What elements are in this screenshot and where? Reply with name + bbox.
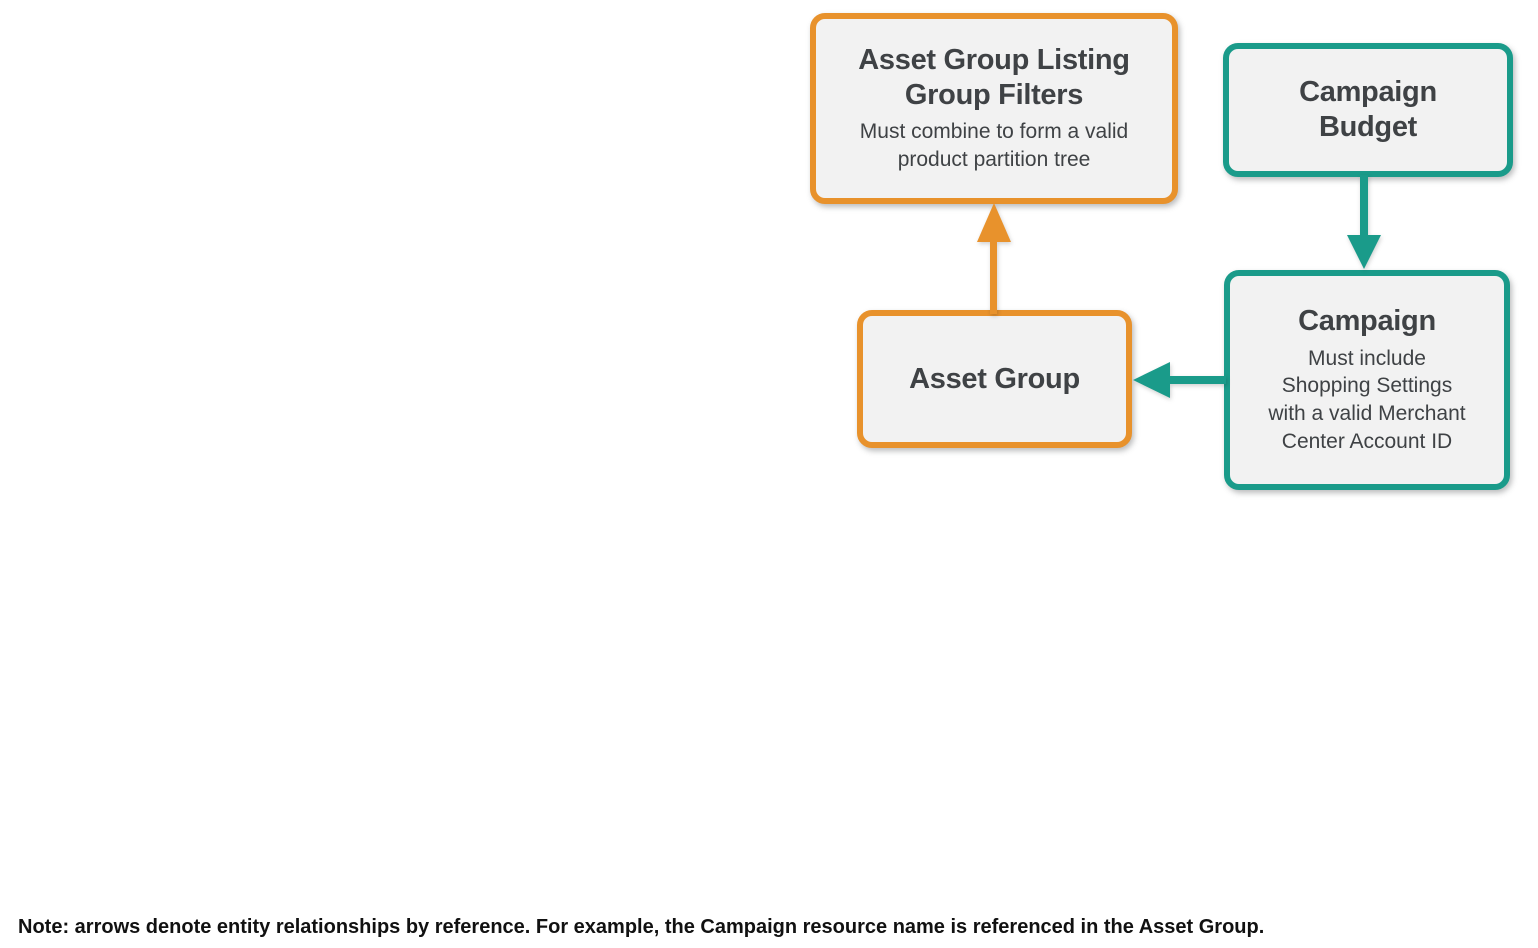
node-campaign-budget: Campaign Budget xyxy=(1223,43,1513,177)
node-subtitle: Must combine to form a valid product par… xyxy=(859,120,1129,172)
arrowhead-up-icon xyxy=(977,203,1011,242)
node-subtitle: Must include Shopping Settings with a va… xyxy=(1268,346,1466,454)
arrow-shaft xyxy=(1360,175,1368,237)
node-title: Asset Group xyxy=(909,362,1080,395)
node-campaign: Campaign Must include Shopping Settings … xyxy=(1224,270,1510,490)
node-asset-group: Asset Group xyxy=(857,310,1132,448)
arrow-shaft xyxy=(990,238,997,314)
node-title: Campaign Budget xyxy=(1299,76,1437,143)
node-title: Campaign xyxy=(1298,304,1436,337)
arrow-shaft xyxy=(1166,376,1226,384)
arrowhead-down-icon xyxy=(1347,235,1381,269)
node-asset-group-listing-group-filters: Asset Group Listing Group Filters Must c… xyxy=(810,13,1178,204)
node-title: Asset Group Listing Group Filters xyxy=(858,43,1130,111)
footnote: Note: arrows denote entity relationships… xyxy=(18,916,1265,938)
arrowhead-left-icon xyxy=(1133,362,1170,398)
